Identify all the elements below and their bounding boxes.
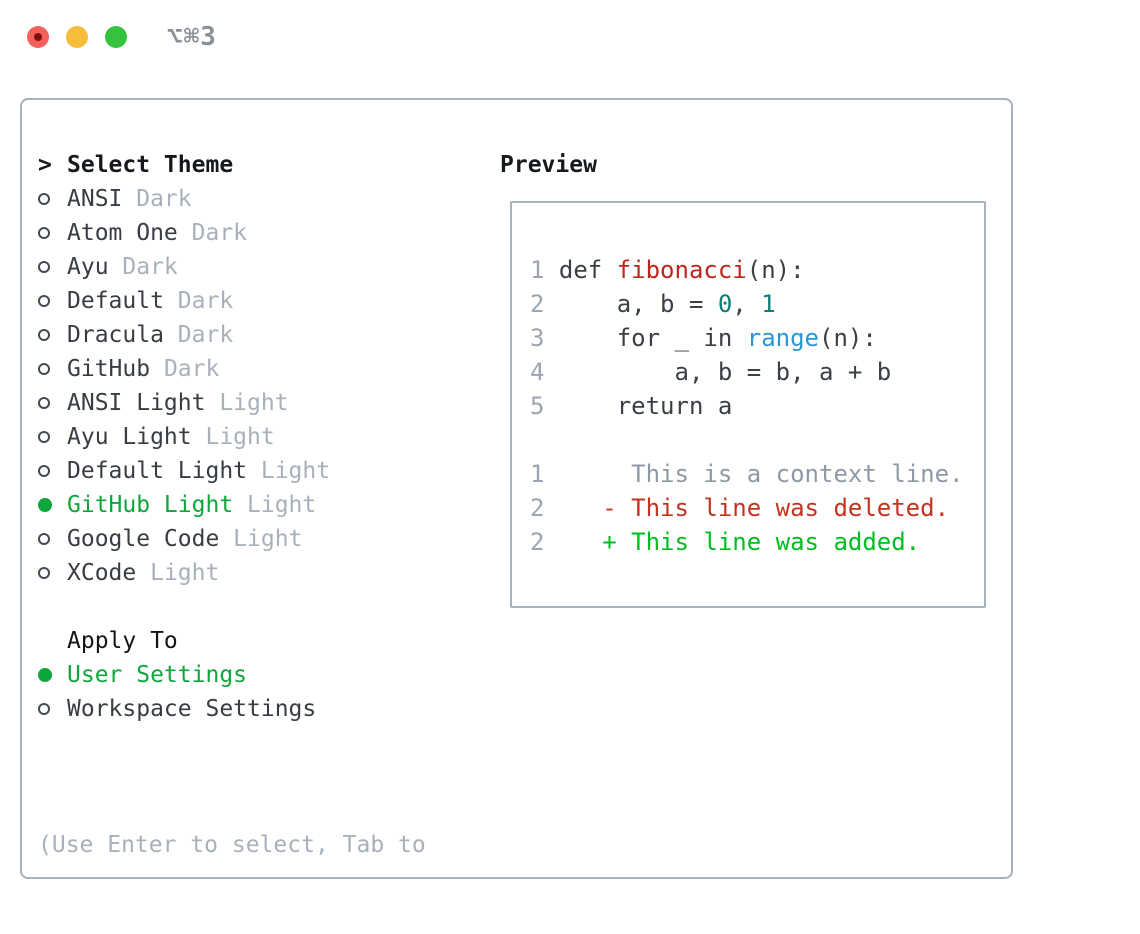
theme-option[interactable]: Google Code Light	[38, 522, 330, 556]
radio-icon	[38, 431, 50, 443]
item-label: Default Light	[67, 458, 248, 484]
usage-hint: (Use Enter to select, Tab to change focu…	[38, 760, 426, 934]
item-label: Default	[67, 288, 164, 314]
radio-icon	[38, 261, 50, 273]
code-line: 1 This is a context line.	[530, 460, 964, 488]
cursor-marker: >	[38, 152, 52, 178]
close-dot-icon	[34, 33, 42, 41]
minimize-button[interactable]	[66, 26, 88, 48]
item-variant-tag: Dark	[163, 288, 234, 314]
item-variant-tag: Light	[136, 560, 220, 586]
code-line: 1 def fibonacci(n):	[530, 256, 805, 284]
item-variant-tag: Dark	[177, 220, 248, 246]
code-line: 4 a, b = b, a + b	[530, 358, 892, 386]
radio-icon	[38, 295, 50, 307]
theme-option[interactable]: Default Light Light	[38, 454, 330, 488]
item-label: ANSI	[67, 186, 123, 212]
code-line: 5 return a	[530, 392, 733, 420]
preview-title: Preview	[500, 152, 597, 178]
item-label: GitHub Light	[67, 492, 234, 518]
code-line: 2 a, b = 0, 1	[530, 290, 776, 318]
apply-to-title: Apply To	[67, 628, 178, 654]
radio-icon	[38, 329, 50, 341]
preview-pane: 1 def fibonacci(n): 2 a, b = 0, 1 3 for _ …	[510, 201, 986, 608]
item-variant-tag: Dark	[163, 322, 234, 348]
theme-option[interactable]: XCode Light	[38, 556, 330, 590]
item-variant-tag: Light	[205, 390, 289, 416]
item-label: ANSI Light	[67, 390, 206, 416]
radio-icon	[38, 363, 50, 375]
radio-selected-icon	[38, 668, 52, 682]
radio-icon	[38, 703, 50, 715]
code-line	[530, 423, 963, 457]
item-label: Dracula	[67, 322, 164, 348]
theme-option[interactable]: GitHub Light Light	[38, 488, 330, 522]
radio-icon	[38, 193, 50, 205]
radio-icon	[38, 567, 50, 579]
theme-option[interactable]: GitHub Dark	[38, 352, 330, 386]
theme-option[interactable]: Atom One Dark	[38, 216, 330, 250]
theme-option[interactable]: Default Dark	[38, 284, 330, 318]
code-line: 2 + This line was added.	[530, 528, 921, 556]
item-variant-tag: Dark	[108, 254, 178, 280]
item-label: Workspace Settings	[67, 696, 317, 722]
item-variant-tag: Light	[191, 424, 275, 450]
theme-list-title: Select Theme	[67, 152, 234, 178]
zoom-button[interactable]	[105, 26, 127, 48]
radio-icon	[38, 227, 50, 239]
radio-icon	[38, 397, 50, 409]
titlebar: ⌥⌘3	[0, 0, 1140, 74]
radio-icon	[38, 533, 50, 545]
theme-option[interactable]: Ayu Light Light	[38, 420, 330, 454]
usage-hint-line1: (Use Enter to select, Tab to	[38, 832, 426, 858]
item-variant-tag: Light	[219, 526, 303, 552]
item-label: Ayu Light	[67, 424, 192, 450]
theme-option[interactable]: Ayu Dark	[38, 250, 330, 284]
radio-icon	[38, 465, 50, 477]
radio-selected-icon	[38, 498, 52, 512]
code-line: 2 - This line was deleted.	[530, 494, 950, 522]
apply-to-header-row: Apply To	[38, 624, 316, 658]
item-label: Ayu	[67, 254, 109, 280]
item-label: GitHub	[67, 356, 151, 382]
apply-option[interactable]: Workspace Settings	[38, 692, 316, 726]
item-label: XCode	[67, 560, 137, 586]
item-variant-tag: Dark	[150, 356, 220, 382]
theme-option[interactable]: Dracula Dark	[38, 318, 330, 352]
theme-option[interactable]: ANSI Light Light	[38, 386, 330, 420]
close-button[interactable]	[27, 26, 49, 48]
item-label: User Settings	[67, 662, 248, 688]
keyboard-shortcut-label: ⌥⌘3	[167, 22, 217, 52]
item-variant-tag: Light	[247, 458, 331, 484]
code-preview: 1 def fibonacci(n): 2 a, b = 0, 1 3 for _ …	[530, 253, 963, 559]
code-line: 3 for _ in range(n):	[530, 324, 877, 352]
item-variant-tag: Dark	[122, 186, 192, 212]
item-label: Atom One	[67, 220, 178, 246]
theme-option[interactable]: ANSI Dark	[38, 182, 330, 216]
theme-list-title-row: > Select Theme	[38, 148, 330, 182]
apply-option[interactable]: User Settings	[38, 658, 316, 692]
item-variant-tag: Light	[233, 492, 317, 518]
usage-hint-line2: change focus)	[38, 930, 426, 934]
item-label: Google Code	[67, 526, 220, 552]
